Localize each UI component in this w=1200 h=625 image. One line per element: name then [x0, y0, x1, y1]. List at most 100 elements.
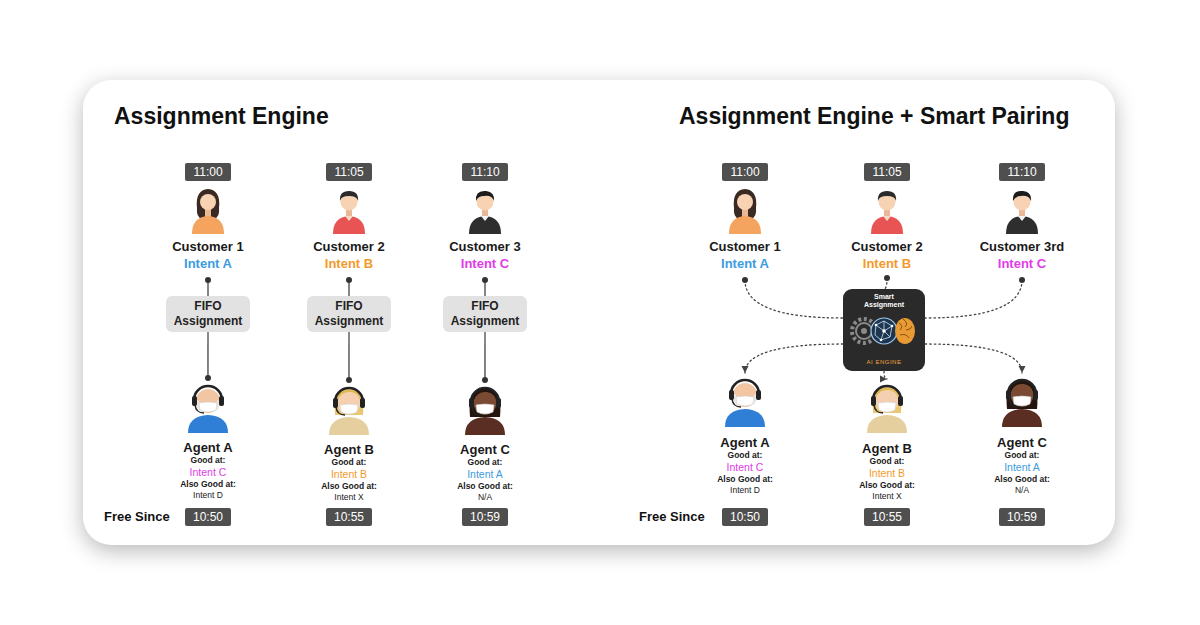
node-text: Good at: [717, 450, 773, 461]
dotted-connector [741, 344, 843, 373]
agent-icon [1002, 380, 1042, 427]
customer-node: Customer 2Intent B [851, 239, 923, 272]
customer-node: Customer 2Intent B [313, 239, 385, 272]
node-text: Customer 3rd [980, 239, 1065, 255]
connector-line [205, 332, 211, 381]
node-text: Intent A [994, 461, 1050, 474]
node-text: Agent A [180, 440, 236, 455]
node-text: 11:10 [468, 164, 502, 180]
free-since-badge: 10:59 [999, 508, 1045, 526]
node-text: 10:50 [728, 509, 762, 525]
node-text: FIFO Assignment [170, 299, 246, 329]
node-text: 10:59 [468, 509, 502, 525]
node-text: Intent C [180, 466, 236, 479]
node-text: Smart Assignment [859, 293, 909, 309]
node-text: Good at: [321, 457, 377, 468]
node-text: Intent B [851, 256, 923, 272]
row-label: Free Since [639, 508, 705, 526]
agent-icon [725, 380, 765, 427]
node-text: N/A [457, 492, 513, 503]
node-text: 10:55 [332, 509, 366, 525]
time-badge: 11:05 [326, 163, 372, 181]
node-text: Agent C [457, 442, 513, 457]
arrowhead [741, 366, 748, 373]
node-text: 11:05 [332, 164, 366, 180]
dotted-connector [880, 371, 887, 383]
node-text: 10:50 [191, 509, 225, 525]
connector-dot [205, 375, 211, 381]
time-badge: 11:10 [462, 163, 508, 181]
node-text: Intent A [709, 256, 781, 272]
fifo-box: FIFO Assignment [166, 296, 250, 332]
node-text: Intent B [321, 468, 377, 481]
agent-icon [867, 386, 907, 433]
panel-title: Assignment Engine [114, 102, 329, 130]
node-text: Intent B [859, 467, 915, 480]
free-since-badge: 10:55 [326, 508, 372, 526]
node-text: Intent C [717, 461, 773, 474]
node-text: Customer 2 [851, 239, 923, 255]
agent-node: Agent BGood at:Intent BAlso Good at:Inte… [859, 379, 915, 502]
node-text: Good at: [859, 456, 915, 467]
time-badge: 11:00 [722, 163, 768, 181]
node-text: Intent B [313, 256, 385, 272]
node-text: Agent C [994, 435, 1050, 450]
node-text: Also Good at: [321, 481, 377, 492]
node-text: 11:05 [870, 164, 904, 180]
node-text: Intent X [321, 492, 377, 503]
node-text: Intent A [457, 468, 513, 481]
dotted-connector [884, 275, 890, 289]
agent-icon [329, 388, 369, 435]
connector-dot [482, 377, 488, 383]
connector-dot [742, 277, 748, 283]
node-text: Good at: [180, 455, 236, 466]
node-text: Customer 1 [709, 239, 781, 255]
customer-icon [469, 191, 501, 234]
node-text: Also Good at: [717, 474, 773, 485]
connector-path [925, 344, 1022, 373]
connector-dot [1019, 277, 1025, 283]
row-label: Free Since [104, 508, 170, 526]
node-text: Good at: [457, 457, 513, 468]
arrowhead [1018, 366, 1025, 373]
node-text: Good at: [994, 450, 1050, 461]
node-text: 11:00 [728, 164, 762, 180]
node-text: Customer 3 [449, 239, 521, 255]
node-text: Also Good at: [180, 479, 236, 490]
customer-icon [1006, 191, 1038, 234]
connector-path [925, 280, 1022, 318]
fifo-box: FIFO Assignment [443, 296, 527, 332]
agent-icon [465, 388, 505, 435]
customer-icon [871, 191, 903, 234]
node-text: N/A [994, 485, 1050, 496]
node-text: Also Good at: [859, 480, 915, 491]
connector-path [207, 332, 208, 378]
connector-path [484, 332, 485, 380]
agent-node: Agent CGood at:Intent AAlso Good at:N/A [994, 373, 1050, 496]
ai-engine-graphic [843, 289, 925, 371]
agent-node: Agent BGood at:Intent BAlso Good at:Inte… [321, 380, 377, 503]
agent-icon [188, 386, 228, 433]
node-text: Customer 2 [313, 239, 385, 255]
node-text: Agent A [717, 435, 773, 450]
dotted-connector [925, 344, 1025, 373]
connector-dot [346, 377, 352, 383]
ai-engine-box: Smart Assignment AI ENGINE [843, 289, 925, 371]
connector-path [745, 280, 843, 318]
node-text: AI ENGINE [843, 359, 925, 366]
arrowhead [880, 376, 887, 383]
node-text: 11:10 [1005, 164, 1039, 180]
customer-icon [192, 189, 224, 234]
customer-node: Customer 1Intent A [172, 239, 244, 272]
dotted-connector [925, 277, 1025, 318]
customer-icon [729, 189, 761, 234]
connector-line [482, 332, 488, 383]
node-text: Intent X [859, 491, 915, 502]
node-text: Intent C [449, 256, 521, 272]
panel-title: Assignment Engine + Smart Pairing [679, 102, 1069, 130]
free-since-badge: 10:50 [722, 508, 768, 526]
connector-line [482, 277, 488, 296]
node-text: 11:00 [191, 164, 225, 180]
connector-line [346, 332, 352, 383]
